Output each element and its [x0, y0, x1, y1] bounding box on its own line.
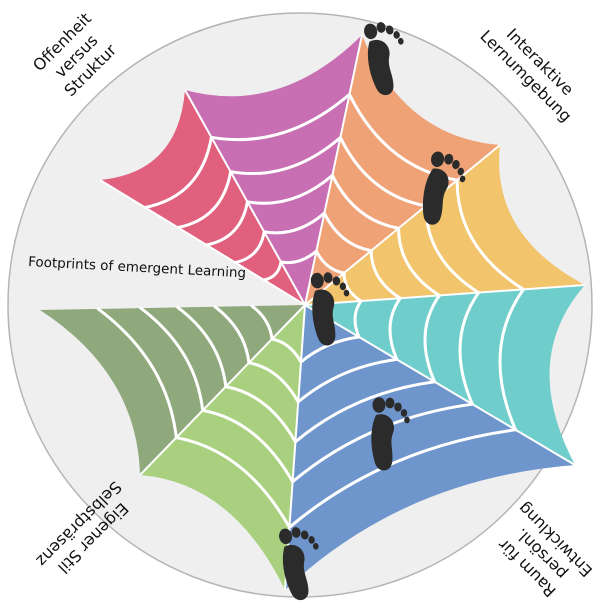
- web-thread: [397, 226, 441, 297]
- segment-left-olive: [40, 304, 306, 476]
- web-thread: [287, 428, 518, 529]
- web-thread: [330, 173, 401, 230]
- footprint-icon: [279, 527, 319, 601]
- web-thread: [209, 92, 351, 142]
- web-thread: [262, 260, 283, 282]
- footprints: [279, 22, 466, 601]
- web-spoke: [139, 304, 306, 476]
- web-thread: [233, 230, 266, 264]
- web-thread: [250, 304, 274, 341]
- web-thread: [174, 436, 291, 529]
- web-thread: [293, 380, 437, 444]
- web-thread: [338, 136, 428, 208]
- web-thread: [388, 296, 402, 361]
- web-thread: [176, 305, 228, 389]
- web-thread: [314, 249, 346, 275]
- segment-right-teal: [304, 284, 586, 465]
- footprint-icon: [371, 397, 410, 471]
- web-thread: [143, 135, 213, 209]
- footprint-icon: [310, 272, 350, 346]
- segment-fill-right-teal: [305, 285, 585, 465]
- web-thread: [322, 211, 373, 253]
- web-thread: [213, 305, 251, 365]
- web-thread: [296, 357, 399, 404]
- web-thread: [455, 178, 525, 291]
- web-thread: [353, 299, 363, 339]
- web-thread: [279, 249, 318, 265]
- web-thread: [369, 249, 402, 300]
- web-thread: [262, 211, 326, 235]
- web-thread: [96, 307, 178, 440]
- web-thread: [229, 136, 342, 176]
- web-thread: [458, 291, 481, 406]
- web-thread: [176, 170, 233, 229]
- web-thread: [270, 337, 303, 364]
- web-spoke: [184, 89, 306, 306]
- web-thread: [247, 361, 300, 404]
- web-thread: [342, 271, 363, 303]
- segment-fill-left-olive: [40, 305, 305, 475]
- footprint-icon: [364, 22, 404, 96]
- web-spoke: [304, 34, 363, 306]
- web-spoke: [99, 179, 306, 306]
- web-thread: [299, 335, 361, 364]
- web-thread: [139, 306, 205, 412]
- segment-top-magenta: [184, 35, 362, 306]
- web-thread: [245, 173, 334, 205]
- footprint-icon: [422, 151, 466, 225]
- web-thread: [205, 200, 249, 247]
- web-thread: [224, 385, 297, 444]
- segment-fill-bottom-blue: [285, 305, 575, 590]
- web-thread: [498, 287, 525, 432]
- web-spoke: [304, 304, 576, 466]
- segment-fill-bottom-left-green: [140, 305, 305, 590]
- segment-top-left-pink: [99, 90, 306, 306]
- segment-fill-right-yellow: [305, 145, 585, 305]
- web-thread: [423, 293, 441, 384]
- web-thread: [201, 408, 295, 484]
- segment-fill-top-magenta: [185, 35, 362, 305]
- web-spoke: [304, 284, 586, 306]
